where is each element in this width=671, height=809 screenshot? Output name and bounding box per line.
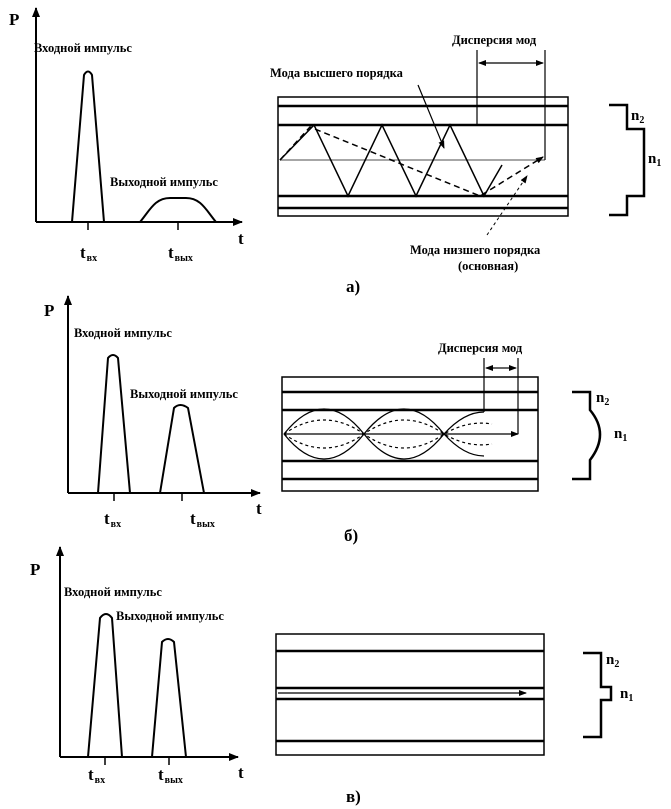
lower-mode-ray xyxy=(279,126,544,197)
input-pulse-label: Входной импульс xyxy=(34,41,132,55)
output-pulse-label: Выходной импульс xyxy=(130,387,238,401)
panel-b-caption: б) xyxy=(344,526,358,545)
output-pulse-label: Выходной импульс xyxy=(110,175,218,189)
t-out-label: tвых xyxy=(158,765,183,786)
t-out-label: tвых xyxy=(190,509,215,530)
outer-mode-wave-down xyxy=(283,432,485,460)
core-index-label: n1 xyxy=(620,686,633,704)
y-axis-label: P xyxy=(44,301,54,320)
inner-mode-wave-down xyxy=(283,433,493,449)
fiber-outline xyxy=(281,376,539,492)
panel-c-fiber xyxy=(275,633,613,756)
x-axis-label: t xyxy=(238,229,244,248)
input-pulse-label: Входной импульс xyxy=(74,326,172,340)
dispersion-label: Дисперсия мод xyxy=(452,33,537,47)
output-pulse-curve xyxy=(139,197,217,223)
panel-a-caption: а) xyxy=(346,277,360,296)
input-pulse-curve xyxy=(97,354,131,494)
y-axis-label: P xyxy=(30,560,40,579)
inner-mode-wave-up xyxy=(283,419,493,435)
lower-mode-pointer xyxy=(486,175,528,236)
panel-a: P t Входной импульс Выходной импульс tвх… xyxy=(9,7,661,296)
dispersion-label: Дисперсия мод xyxy=(438,341,523,355)
output-pulse-curve xyxy=(159,404,205,494)
y-axis-label: P xyxy=(9,10,19,29)
input-pulse-label: Входной импульс xyxy=(64,585,162,599)
t-out-label: tвых xyxy=(168,243,193,264)
panel-c-caption: в) xyxy=(346,787,361,806)
cladding-index-label: n2 xyxy=(596,390,609,408)
fiber-outline xyxy=(275,633,545,756)
higher-mode-pointer xyxy=(417,84,445,149)
panel-b-pulse-graph xyxy=(64,295,261,501)
t-in-label: tвх xyxy=(88,765,105,786)
step-index-profile xyxy=(609,103,646,217)
x-axis-label: t xyxy=(238,763,244,782)
panel-c-pulse-graph xyxy=(56,546,239,765)
higher-mode-ray xyxy=(279,123,503,198)
output-pulse-curve xyxy=(151,638,187,758)
cladding-index-label: n2 xyxy=(631,108,644,126)
input-pulse-curve xyxy=(87,613,123,758)
panel-a-pulse-graph xyxy=(32,7,243,230)
input-pulse-curve xyxy=(71,70,105,223)
output-pulse-label: Выходной импульс xyxy=(116,609,224,623)
x-axis-label: t xyxy=(256,499,262,518)
core-index-label: n1 xyxy=(648,151,661,169)
t-in-label: tвх xyxy=(80,243,97,264)
cladding-index-label: n2 xyxy=(606,652,619,670)
single-mode-step-profile xyxy=(583,651,613,739)
outer-mode-wave-up xyxy=(283,408,485,436)
panel-a-fiber xyxy=(277,50,646,236)
panel-b-fiber xyxy=(281,358,602,492)
graded-index-profile xyxy=(572,390,602,481)
lower-mode-sublabel: (основная) xyxy=(458,259,518,273)
panel-b: P t Входной импульс Выходной импульс tвх… xyxy=(44,295,627,545)
lower-mode-label: Мода низшего порядка xyxy=(410,243,541,257)
panel-c: P t Входной импульс Выходной импульс tвх… xyxy=(30,546,633,806)
fiber-outline xyxy=(277,96,569,217)
t-in-label: tвх xyxy=(104,509,121,530)
core-index-label: n1 xyxy=(614,426,627,444)
higher-mode-label: Мода высшего порядка xyxy=(270,66,404,80)
